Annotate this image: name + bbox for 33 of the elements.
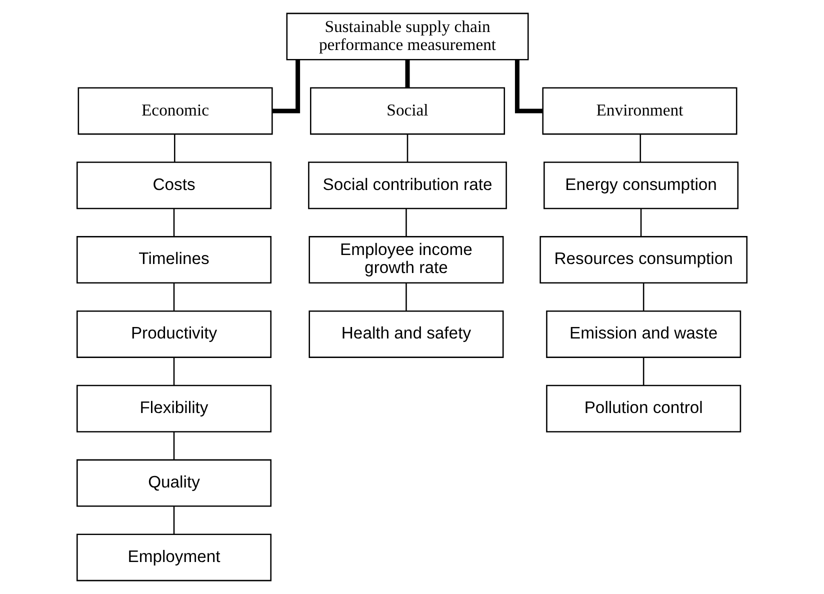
node-box: Sustainable supply chain performance measurement [286,12,529,60]
node-box: Economic [78,87,273,135]
node-box: Employment [76,534,272,582]
connector [173,282,175,311]
node-box: Pollution control [546,384,742,432]
connector [173,208,175,236]
connector [173,432,175,460]
connector [272,60,300,114]
connector [640,134,642,162]
node-box: Emission and waste [546,310,742,358]
node-box: Energy consumption [544,162,739,210]
connector [642,282,644,311]
node-box: Costs [76,162,272,210]
connector [406,282,407,311]
connector [406,134,408,162]
connector [642,357,644,386]
connector [406,208,407,236]
connector [173,506,175,534]
node-box: Resources consumption [540,236,748,284]
node-box: Social contribution rate [308,162,507,210]
connector [174,134,176,162]
node-box: Environment [542,87,738,135]
node-box: Timelines [76,236,272,284]
connector [173,357,175,386]
connector [514,60,543,114]
node-box: Productivity [76,310,272,358]
node-box: Flexibility [76,384,272,432]
connector [640,208,642,236]
connector [405,60,410,88]
node-box: Quality [76,459,272,507]
node-box: Employee income growth rate [308,236,504,284]
node-box: Social [310,87,506,135]
node-box: Health and safety [308,310,504,358]
